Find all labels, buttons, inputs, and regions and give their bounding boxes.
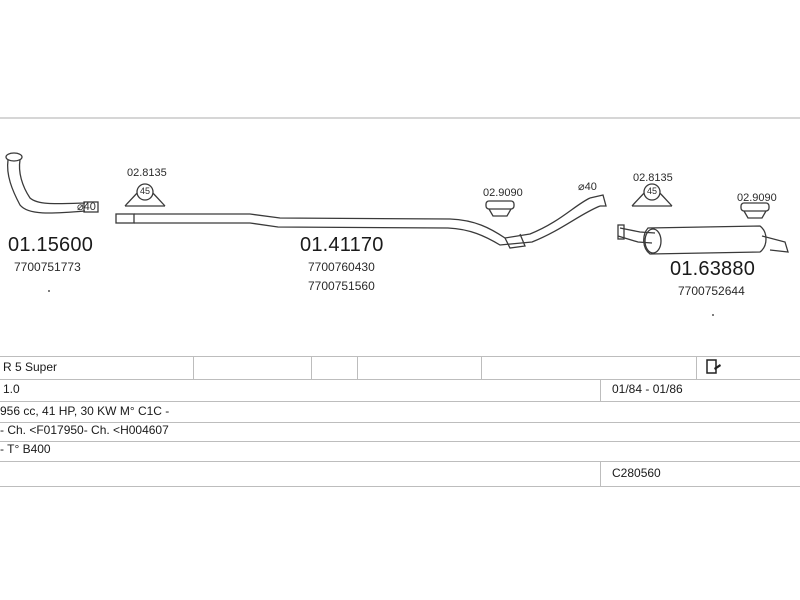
front-pipe-dot (48, 290, 50, 292)
table-row-code: C280560 (0, 462, 800, 487)
middle-pipe-diameter: ⌀40 (578, 181, 597, 193)
middle-pipe-number: 01.41170 (300, 234, 384, 256)
cell-divider (481, 357, 697, 379)
table-row-spec: 956 cc, 41 HP, 30 KW M° C1C - (0, 402, 800, 423)
catalog-code: C280560 (612, 466, 661, 480)
vehicle-type: - T° B400 (0, 442, 51, 456)
engine-spec: 956 cc, 41 HP, 30 KW M° C1C - (0, 404, 170, 418)
vehicle-model: R 5 Super (3, 360, 58, 374)
front-pipe-number: 01.15600 (8, 234, 94, 256)
table-row-engine: 1.0 01/84 - 01/86 (0, 379, 800, 402)
cell-divider (0, 462, 601, 486)
production-years: 01/84 - 01/86 (612, 382, 683, 396)
cell-divider (311, 357, 358, 379)
document-icon[interactable] (705, 359, 723, 375)
front-pipe-diameter: ⌀40 (77, 201, 96, 213)
clamp-left-drawing (124, 183, 166, 207)
rear-silencer-number: 01.63880 (670, 258, 756, 280)
table-row-model: R 5 Super (0, 356, 800, 380)
front-pipe-oe-number: 7700751773 (14, 260, 81, 274)
clamp-right-size: 45 (647, 186, 658, 196)
hanger-right-number: 02.9090 (737, 192, 777, 204)
cell-divider (0, 379, 601, 401)
exhaust-diagram (5, 152, 789, 255)
rear-silencer-dot (712, 314, 714, 316)
rear-silencer-oe-number: 7700752644 (678, 284, 745, 298)
clamp-left-number: 02.8135 (127, 167, 167, 179)
clamp-right-drawing (631, 183, 673, 207)
cell-divider (357, 357, 482, 379)
clamp-right-number: 02.8135 (633, 172, 673, 184)
hanger-right-drawing (740, 202, 770, 219)
cell-divider (193, 357, 312, 379)
engine-size: 1.0 (3, 382, 20, 396)
chassis-range: - Ch. <F017950- Ch. <H004607 (0, 423, 169, 437)
clamp-left-size: 45 (140, 186, 151, 196)
middle-pipe-oe-number-1: 7700760430 (308, 260, 375, 274)
hanger-mid-drawing (485, 200, 515, 217)
middle-pipe-drawing (115, 194, 607, 249)
cell-divider (0, 357, 194, 379)
rear-silencer-drawing (617, 224, 789, 255)
front-pipe-drawing (5, 152, 99, 214)
middle-pipe-oe-number-2: 7700751560 (308, 279, 375, 293)
hanger-mid-number: 02.9090 (483, 187, 523, 199)
top-separator (0, 117, 800, 119)
table-row-chassis: - Ch. <F017950- Ch. <H004607 (0, 421, 800, 442)
table-row-type: - T° B400 (0, 440, 800, 462)
